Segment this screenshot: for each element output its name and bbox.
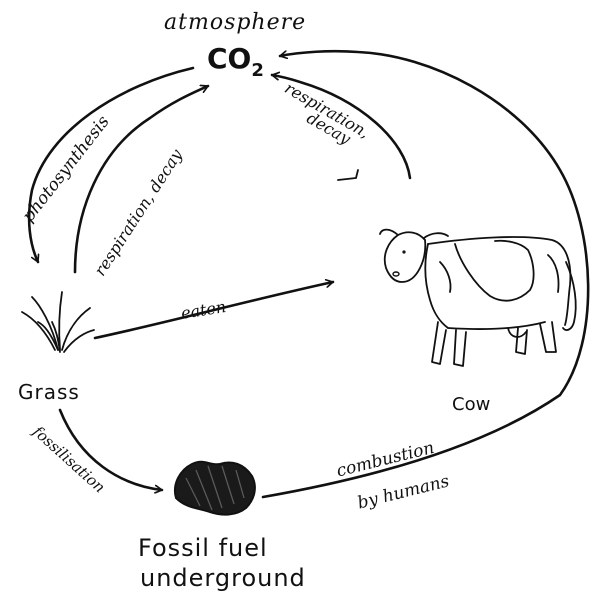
cow-label: Cow [452, 396, 490, 414]
grass-label: Grass [18, 382, 80, 402]
fossil-fuel-label-line1: Fossil fuel [138, 536, 268, 560]
co2-label: CO2 [207, 45, 264, 73]
cow-icon [380, 230, 576, 366]
co2-main: CO [207, 42, 251, 75]
atmosphere-label: atmosphere [164, 12, 306, 34]
fossil-fuel-rock-icon [175, 462, 255, 515]
fossil-fuel-label-line2: underground [140, 566, 306, 590]
grass-icon [22, 292, 94, 352]
co2-subscript: 2 [251, 60, 264, 81]
decay-underline-mark [338, 170, 358, 180]
